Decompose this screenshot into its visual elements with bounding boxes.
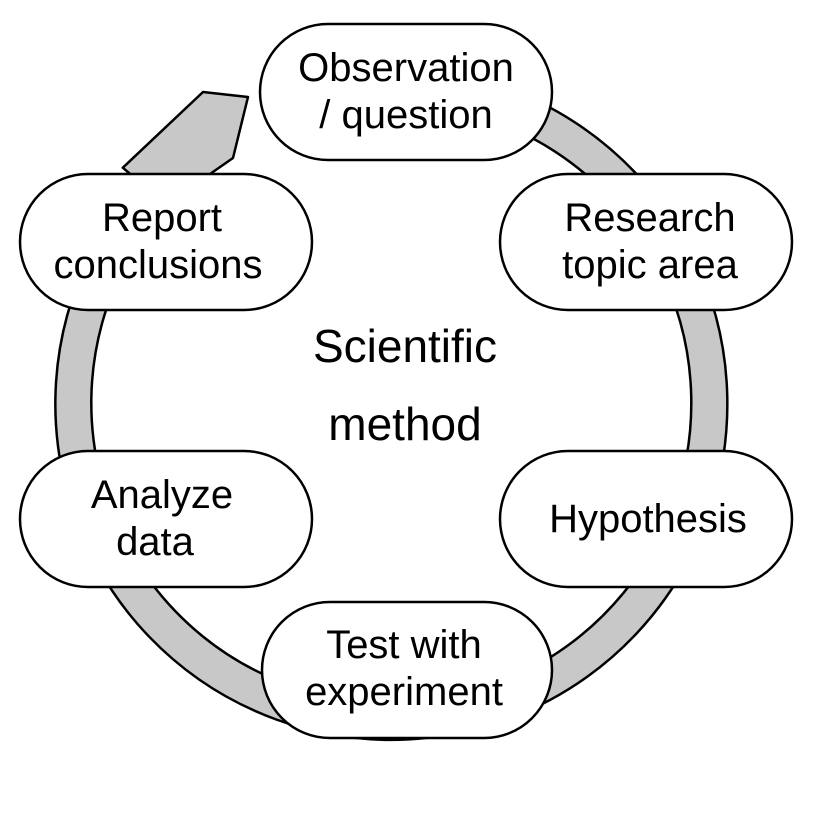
step-label-line-1: Observation xyxy=(298,46,514,90)
step-observation-question: Observation / question xyxy=(258,22,554,162)
step-pill xyxy=(18,449,314,589)
step-label-line-2: / question xyxy=(319,93,492,137)
center-title: Scientific xyxy=(313,320,497,372)
step-pill xyxy=(260,600,554,740)
step-pill xyxy=(18,172,314,312)
step-label-line-2: topic area xyxy=(562,243,738,287)
step-test-with-experiment: Test with experiment xyxy=(260,600,554,740)
step-pill xyxy=(498,449,794,589)
step-label-line-1: Test with xyxy=(326,623,482,667)
step-label-line-1: Research xyxy=(564,196,735,240)
step-pill xyxy=(498,172,794,312)
step-label-line-2: experiment xyxy=(305,670,503,714)
step-research-topic-area: Research topic area xyxy=(498,172,794,312)
step-label: Hypothesis xyxy=(549,497,747,541)
step-label-line-2: data xyxy=(116,520,195,564)
center-subtitle: method xyxy=(328,398,481,450)
step-hypothesis: Hypothesis xyxy=(498,449,794,589)
step-report-conclusions: Report conclusions xyxy=(18,172,314,312)
step-analyze-data: Analyze data xyxy=(18,449,314,589)
step-label-line-1: Analyze xyxy=(91,473,233,517)
step-label-line-2: conclusions xyxy=(53,243,262,287)
step-pill xyxy=(258,22,554,162)
step-label-line-1: Report xyxy=(102,196,222,240)
